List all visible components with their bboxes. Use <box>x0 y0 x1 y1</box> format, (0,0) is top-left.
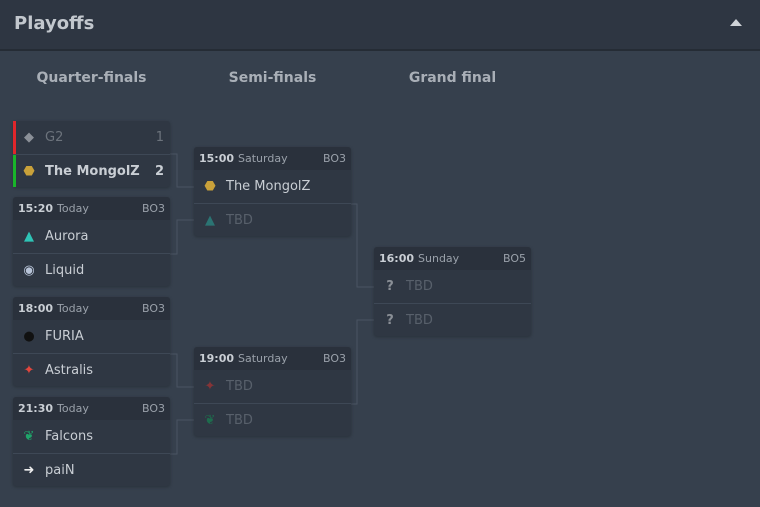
team-row[interactable]: ⬣ The MongolZ 2 <box>13 154 170 187</box>
team-name: The MongolZ <box>45 163 140 179</box>
team-row[interactable]: ▲ TBD <box>194 203 351 236</box>
team-row[interactable]: ❦ Falcons <box>13 420 170 453</box>
collapse-caret-icon[interactable] <box>730 19 742 26</box>
match-format: BO3 <box>141 402 165 415</box>
pain-logo-icon: ➜ <box>23 462 35 478</box>
team-name: Astralis <box>45 362 94 378</box>
match-time: 18:00 <box>18 302 54 315</box>
unknown-team-icon: ? <box>386 312 394 328</box>
team-row[interactable]: ❦ TBD <box>194 403 351 436</box>
team-row[interactable]: ➜ paiN <box>13 453 170 486</box>
match-format: BO3 <box>141 302 165 315</box>
match-time: 15:20 <box>18 202 54 215</box>
falcons-pain-logo-icon: ❦ <box>204 412 216 428</box>
team-name: G2 <box>45 130 64 145</box>
team-name: The MongolZ <box>226 179 311 194</box>
match-format: BO3 <box>141 202 165 215</box>
team-row[interactable]: ◉ Liquid <box>13 253 170 286</box>
team-row[interactable]: ? TBD <box>374 270 531 303</box>
team-row[interactable]: ● FURIA <box>13 320 170 353</box>
column-title-quarterfinals: Quarter-finals <box>36 70 147 86</box>
column-title-semifinals: Semi-finals <box>228 70 317 86</box>
team-score: 2 <box>154 163 164 179</box>
match-format: BO3 <box>322 352 346 365</box>
match-format: BO5 <box>502 252 526 265</box>
match-card-qf1[interactable]: ◆ G2 1 ⬣ The MongolZ 2 <box>13 121 170 187</box>
match-day: Today <box>57 202 89 215</box>
match-time: 19:00 <box>199 352 235 365</box>
match-format: BO3 <box>322 152 346 165</box>
team-row[interactable]: ⬣ The MongolZ <box>194 170 351 203</box>
team-name: TBD <box>406 279 433 294</box>
match-day: Saturday <box>238 152 288 165</box>
playoffs-header[interactable]: Playoffs <box>0 0 760 51</box>
g2-logo-icon: ◆ <box>24 130 34 145</box>
astralis-logo-icon: ✦ <box>23 362 35 378</box>
team-name: TBD <box>226 212 253 228</box>
team-name: TBD <box>226 412 253 428</box>
team-row[interactable]: ◆ G2 1 <box>13 121 170 154</box>
match-day: Saturday <box>238 352 288 365</box>
furia-logo-icon: ● <box>23 329 35 344</box>
team-row[interactable]: ✦ TBD <box>194 370 351 403</box>
match-day: Today <box>57 302 89 315</box>
unknown-team-icon: ? <box>386 279 394 294</box>
team-name: TBD <box>406 312 433 328</box>
team-name: Liquid <box>45 262 85 278</box>
mongolz-logo-icon: ⬣ <box>204 179 216 194</box>
column-title-grand-final: Grand final <box>408 70 497 86</box>
match-time: 15:00 <box>199 152 235 165</box>
team-name: TBD <box>226 379 253 394</box>
match-day: Today <box>57 402 89 415</box>
team-name: paiN <box>45 462 75 478</box>
team-score: 1 <box>155 130 164 145</box>
section-title: Playoffs <box>14 13 95 34</box>
match-time: 16:00 <box>379 252 415 265</box>
falcons-logo-icon: ❦ <box>23 429 35 444</box>
team-name: FURIA <box>45 329 84 344</box>
furia-astralis-logo-icon: ✦ <box>204 379 216 394</box>
liquid-logo-icon: ◉ <box>23 262 35 278</box>
aurora-logo-icon: ▲ <box>24 229 34 244</box>
mongolz-logo-icon: ⬣ <box>23 163 35 179</box>
team-row[interactable]: ▲ Aurora <box>13 220 170 253</box>
match-time: 21:30 <box>18 402 54 415</box>
match-day: Sunday <box>418 252 460 265</box>
team-name: Falcons <box>45 429 93 444</box>
team-row[interactable]: ✦ Astralis <box>13 353 170 386</box>
aurora-liquid-logo-icon: ▲ <box>205 212 215 228</box>
team-row[interactable]: ? TBD <box>374 303 531 336</box>
team-name: Aurora <box>45 229 89 244</box>
